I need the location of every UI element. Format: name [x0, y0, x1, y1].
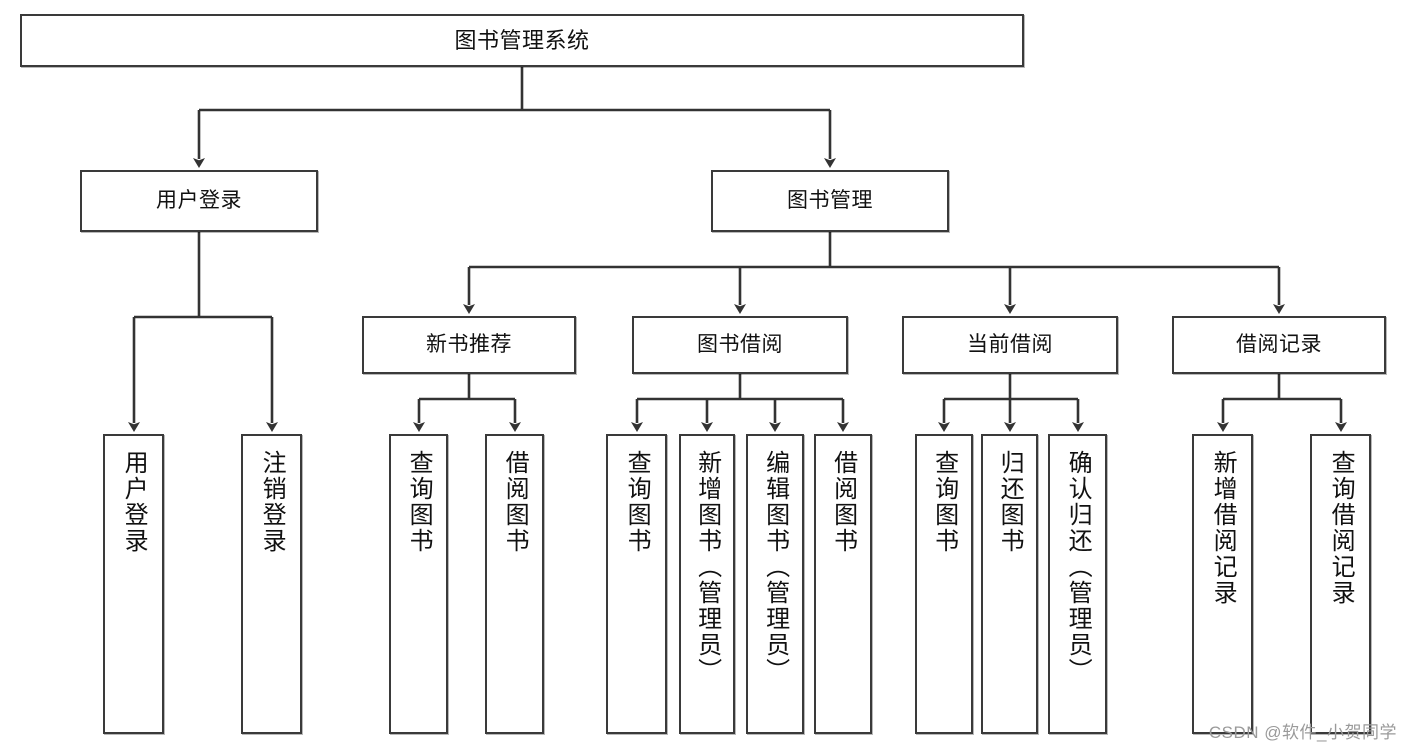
node-leaf-confirm-return[interactable]: 确认归还（管理员）: [1048, 434, 1107, 734]
watermark-text: CSDN @软件_小贺同学: [1208, 723, 1397, 742]
node-leaf-user-login[interactable]: 用户登录: [103, 434, 164, 734]
node-leaf-query-book-1[interactable]: 查询图书: [389, 434, 448, 734]
node-leaf-logout[interactable]: 注销登录: [241, 434, 302, 734]
node-label: 借阅图书: [501, 450, 529, 554]
node-label: 用户登录: [120, 450, 148, 554]
node-label: 新增图书（管理员）: [693, 450, 721, 684]
node-leaf-borrow-book-2[interactable]: 借阅图书: [814, 434, 872, 734]
node-borrow-record[interactable]: 借阅记录: [1172, 316, 1386, 374]
node-label: 查询图书: [930, 450, 958, 554]
node-label: 查询图书: [405, 450, 433, 554]
node-leaf-query-book-3[interactable]: 查询图书: [915, 434, 973, 734]
node-leaf-add-book[interactable]: 新增图书（管理员）: [679, 434, 735, 734]
node-leaf-add-record[interactable]: 新增借阅记录: [1192, 434, 1253, 734]
node-leaf-edit-book[interactable]: 编辑图书（管理员）: [746, 434, 804, 734]
node-leaf-return-book[interactable]: 归还图书: [981, 434, 1038, 734]
node-label: 当前借阅: [967, 332, 1053, 356]
node-label: 图书管理: [787, 188, 873, 212]
node-current-borrow[interactable]: 当前借阅: [902, 316, 1118, 374]
node-leaf-query-book-2[interactable]: 查询图书: [606, 434, 667, 734]
node-label: 图书管理系统: [454, 27, 590, 53]
node-label: 归还图书: [996, 450, 1024, 554]
node-book-borrow[interactable]: 图书借阅: [632, 316, 848, 374]
node-label: 图书借阅: [697, 332, 783, 356]
node-label: 编辑图书（管理员）: [761, 450, 789, 684]
node-label: 注销登录: [258, 450, 286, 554]
node-label: 借阅记录: [1236, 332, 1322, 356]
node-label: 新增借阅记录: [1209, 450, 1237, 606]
node-label: 用户登录: [156, 188, 242, 212]
node-leaf-borrow-book-1[interactable]: 借阅图书: [485, 434, 544, 734]
node-new-book-rec[interactable]: 新书推荐: [362, 316, 576, 374]
node-user-login[interactable]: 用户登录: [80, 170, 318, 232]
node-label: 查询图书: [623, 450, 651, 554]
node-book-manage[interactable]: 图书管理: [711, 170, 949, 232]
node-label: 借阅图书: [829, 450, 857, 554]
node-root[interactable]: 图书管理系统: [20, 14, 1024, 67]
node-label: 查询借阅记录: [1327, 450, 1355, 606]
node-label: 确认归还（管理员）: [1064, 450, 1092, 684]
node-leaf-query-record[interactable]: 查询借阅记录: [1310, 434, 1371, 734]
node-label: 新书推荐: [426, 332, 512, 356]
